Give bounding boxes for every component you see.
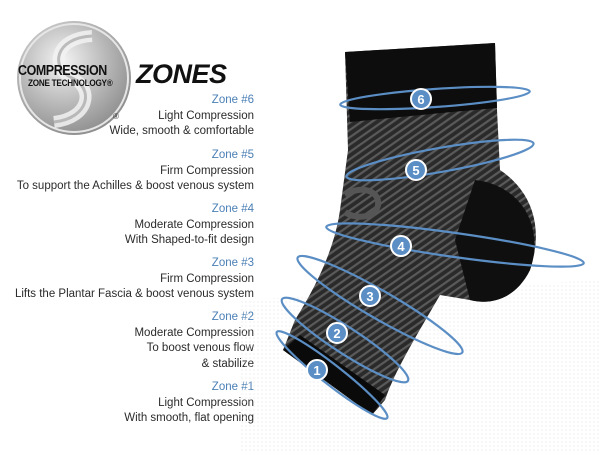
zone-4-marker: 4 <box>390 235 412 257</box>
zone-5-line-1: Firm Compression <box>160 164 254 177</box>
zone-1-line-1: Light Compression <box>158 396 254 409</box>
zone-6-ring <box>339 85 531 111</box>
zone-2-description: Zone #2 Moderate Compression To boost ve… <box>134 310 254 372</box>
zone-2-ring <box>280 296 410 384</box>
zone-4-ring <box>325 222 585 268</box>
sock-bottom-cuff <box>283 335 385 415</box>
zone-5-marker: 5 <box>405 159 427 181</box>
svg-text:6: 6 <box>417 92 424 107</box>
zone-2-line-2: To boost venous flow <box>146 342 254 354</box>
svg-text:5: 5 <box>412 163 419 178</box>
zone-3-description: Zone #3 Firm Compression Lifts the Plant… <box>15 256 254 303</box>
svg-text:2: 2 <box>333 326 340 341</box>
zone-3-line-1: Firm Compression <box>160 272 254 285</box>
zone-4-title: Zone #4 <box>211 203 254 215</box>
zone-4-line-2: With Shaped-to-fit design <box>124 234 254 246</box>
sock-heel <box>455 180 535 302</box>
zone-2-marker: 2 <box>326 322 348 344</box>
zone-5-ring <box>345 138 535 182</box>
page-title: ZONES <box>136 59 227 89</box>
zone-5-line-2: To support the Achilles & boost venous s… <box>16 180 254 192</box>
zone-5-title: Zone #5 <box>211 149 254 161</box>
sock-top-cuff <box>345 43 497 122</box>
zone-6-title: Zone #6 <box>211 94 254 106</box>
zone-6-description: Zone #6 Light Compression Wide, smooth &… <box>110 93 254 140</box>
compression-zone-logo-emblem <box>17 21 131 135</box>
zone-3-marker: 3 <box>359 285 381 307</box>
zone-6-line-1: Light Compression <box>158 109 254 122</box>
logo-text-compression: COMPRESSION <box>18 63 107 79</box>
registered-mark: ® <box>113 112 119 121</box>
zone-4-description: Zone #4 Moderate Compression With Shaped… <box>125 202 254 249</box>
svg-text:4: 4 <box>397 239 405 254</box>
zone-6-marker: 6 <box>410 88 432 110</box>
zone-3-title: Zone #3 <box>211 257 254 269</box>
zone-2-line-1: Moderate Compression <box>134 326 254 339</box>
sock-body <box>283 43 536 415</box>
zone-6-line-2: Wide, smooth & comfortable <box>109 125 254 137</box>
logo-text-zone-technology: ZONE TECHNOLOGY® <box>28 78 113 89</box>
zone-3-line-2: Lifts the Plantar Fascia & boost venous … <box>14 288 254 300</box>
zone-1-marker: 1 <box>306 359 328 381</box>
zone-3-ring <box>296 254 464 356</box>
svg-text:1: 1 <box>313 363 320 378</box>
svg-text:3: 3 <box>366 289 373 304</box>
zone-1-ring <box>275 330 389 420</box>
zone-4-line-1: Moderate Compression <box>134 218 254 231</box>
zone-1-line-2: With smooth, flat opening <box>124 412 254 424</box>
zone-5-description: Zone #5 Firm Compression To support the … <box>17 148 254 195</box>
